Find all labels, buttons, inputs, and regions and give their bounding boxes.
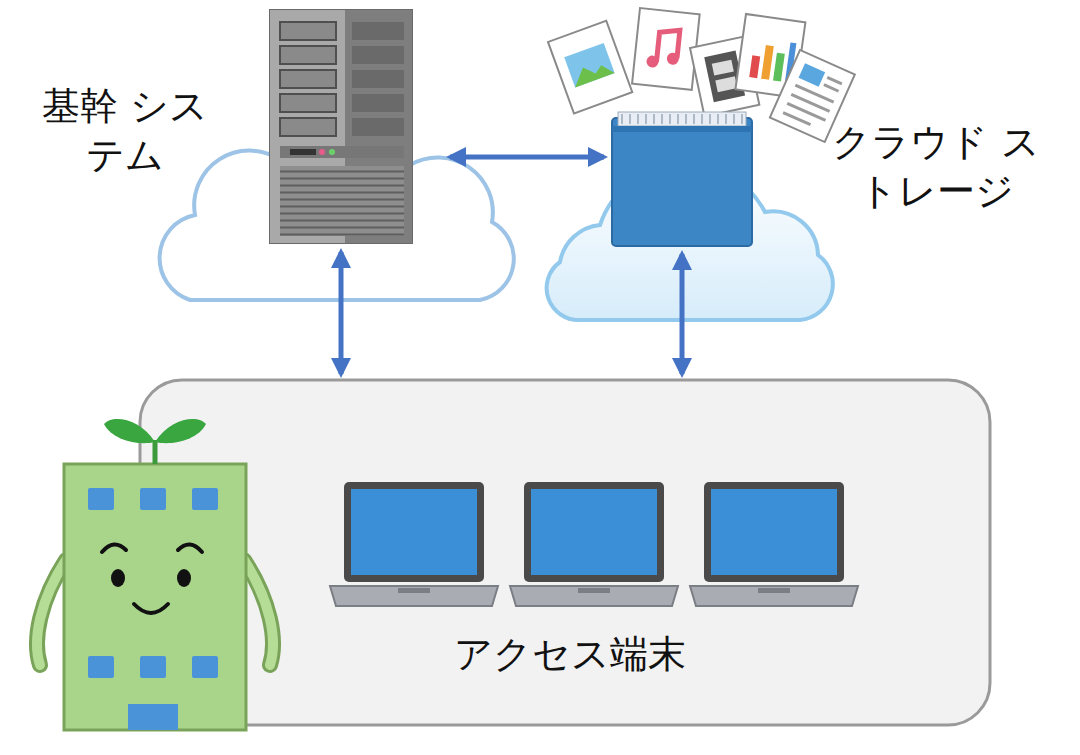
- bidirectional-arrow: [680, 254, 685, 374]
- bidirectional-arrow: [450, 155, 604, 160]
- bidirectional-arrow: [339, 252, 344, 374]
- cloud-storage-node: クラウド ストレージ: [610, 112, 754, 248]
- laptop: [330, 482, 858, 606]
- storage-box: [612, 112, 752, 246]
- node-heading: 基幹 システム: [35, 82, 215, 179]
- node-label: アクセス端末: [420, 630, 720, 679]
- terminal-panel: [140, 380, 990, 725]
- terminal-group-node: アクセス端末: [140, 380, 990, 725]
- node-heading: クラウド ストレージ: [830, 118, 1042, 215]
- building-character: [37, 419, 273, 730]
- document-icons: [548, 8, 855, 142]
- core-system-node: 基幹 システム: [268, 10, 414, 246]
- server: [270, 10, 412, 243]
